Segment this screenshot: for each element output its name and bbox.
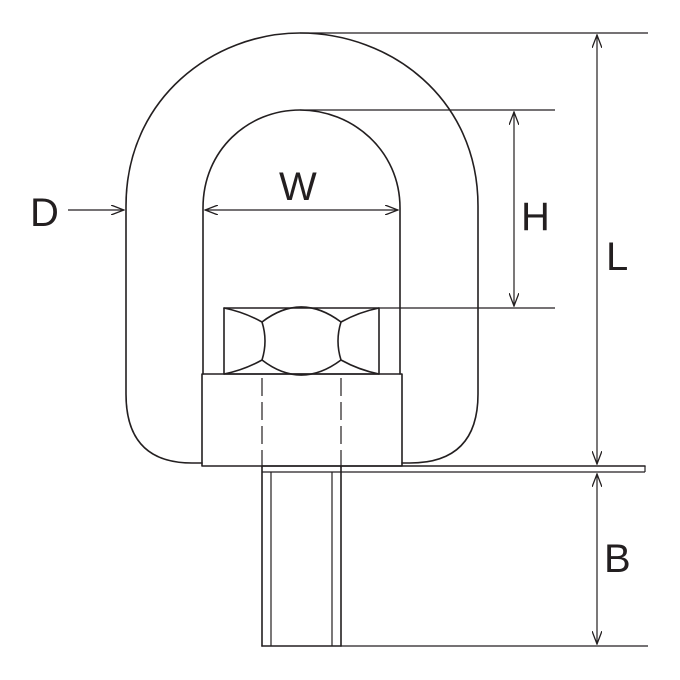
base-block bbox=[201, 373, 403, 467]
dimension-b-label: B bbox=[604, 537, 631, 581]
dimension-d-label: D bbox=[30, 191, 59, 235]
inner-eye-outline bbox=[202, 109, 401, 375]
outer-eye-outline bbox=[125, 32, 479, 464]
dimension-l-label: L bbox=[606, 235, 628, 279]
hex-nut bbox=[223, 306, 380, 376]
dimension-h-label: H bbox=[521, 195, 550, 239]
threaded-shank bbox=[261, 465, 342, 647]
dimension-w-label: W bbox=[279, 165, 317, 209]
